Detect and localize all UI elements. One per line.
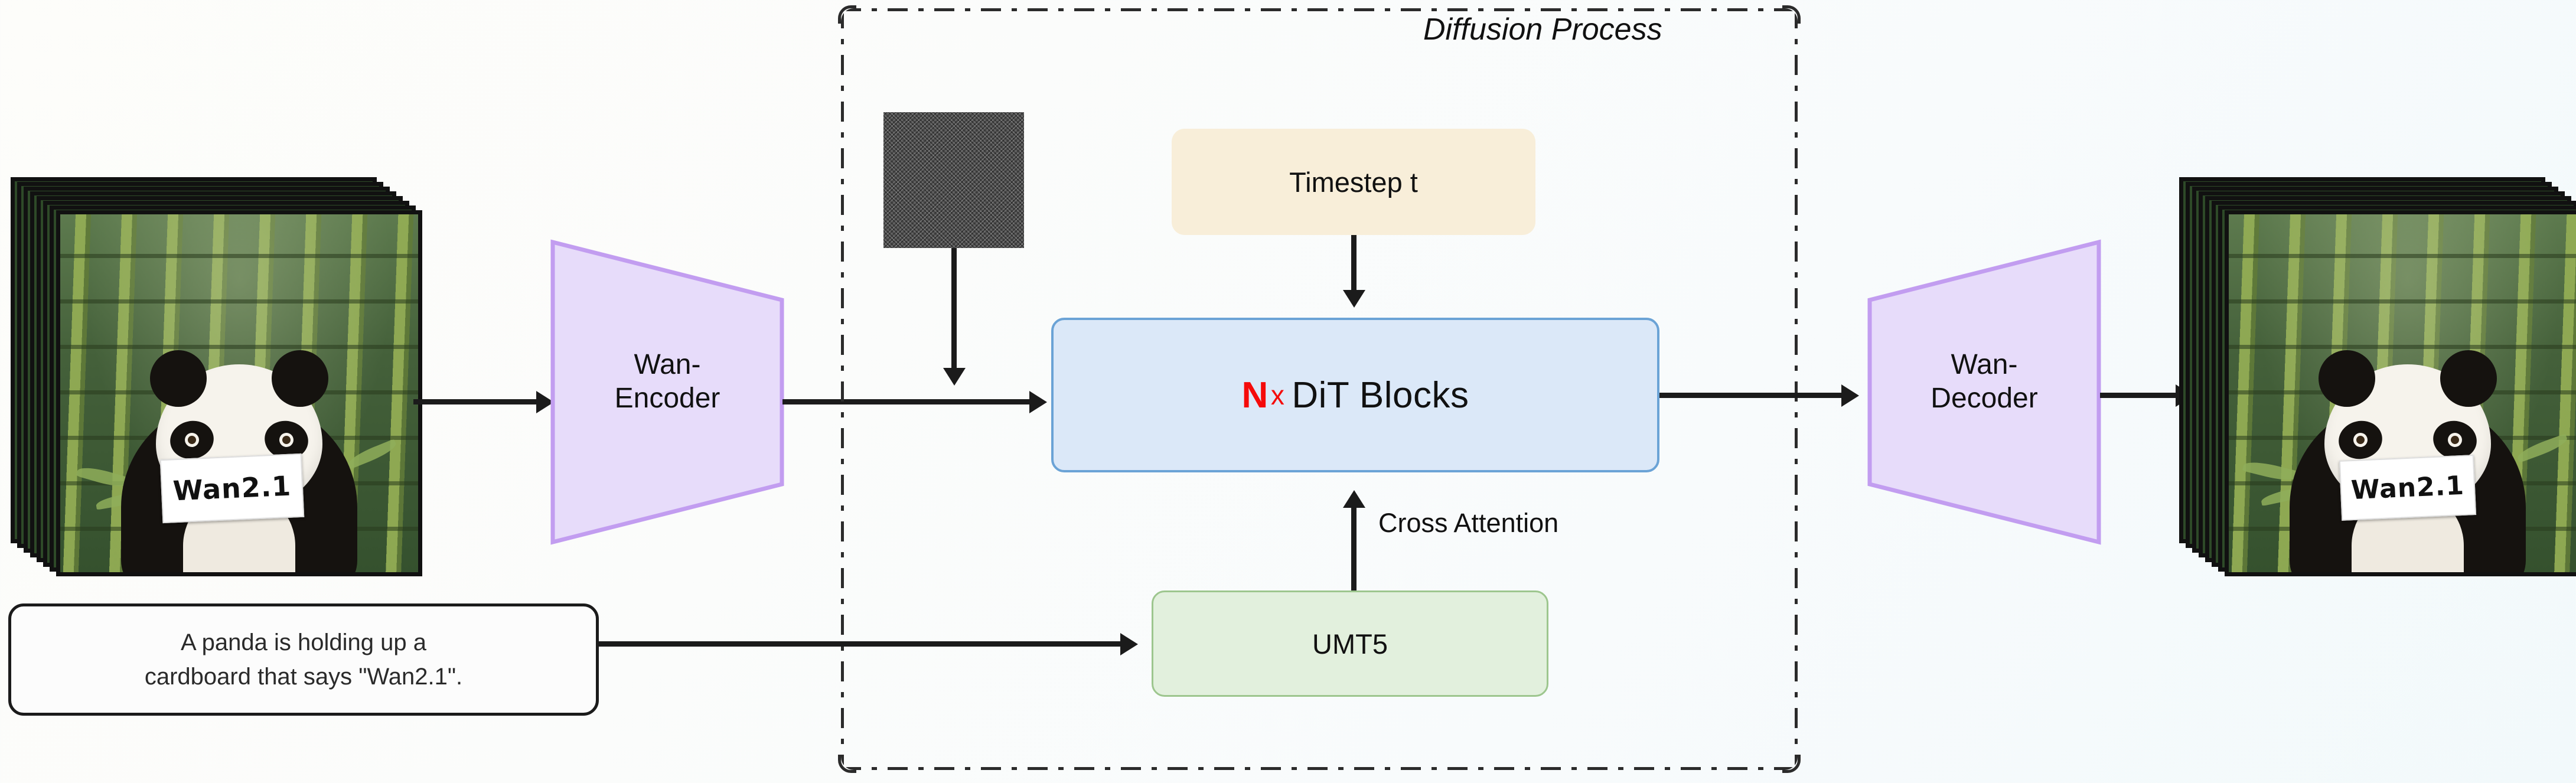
arrow-noise-to-dit (951, 248, 957, 381)
arrow-cross-attention (1351, 495, 1357, 590)
frame-front: Wan2.1 (2225, 210, 2576, 576)
prompt-line2: cardboard that says "Wan2.1". (144, 664, 463, 690)
dit-times-symbol: x (1270, 380, 1285, 410)
arrow-timestep-to-dit (1351, 235, 1357, 303)
input-sign-text: Wan2.1 (172, 469, 292, 507)
encoder-label-line2: Encoder (614, 382, 720, 414)
arrow-prompt-to-umt5 (599, 641, 1133, 647)
output-sign: Wan2.1 (2339, 455, 2477, 521)
gaussian-noise-latent (883, 112, 1024, 248)
prompt-line1: A panda is holding up a (181, 629, 426, 655)
decoder-label-line1: Wan- (1951, 349, 2018, 380)
dit-repeat-count: N (1241, 374, 1269, 416)
arrow-decoder-to-output (2100, 393, 2189, 398)
output-sign-text: Wan2.1 (2350, 470, 2465, 505)
cross-attention-label: Cross Attention (1378, 508, 1559, 538)
wan-encoder[interactable]: Wan- Encoder (549, 239, 785, 546)
arrow-dit-to-decoder (1659, 393, 1854, 398)
input-video-frames: Wan2.1 (11, 177, 424, 576)
umt5-label: UMT5 (1312, 628, 1388, 660)
umt5-box[interactable]: UMT5 (1152, 590, 1548, 697)
frame-front: Wan2.1 (56, 210, 422, 576)
encoder-label-line1: Wan- (634, 349, 701, 380)
timestep-box[interactable]: Timestep t (1172, 129, 1535, 235)
timestep-label: Timestep t (1289, 166, 1418, 198)
dit-blocks-box[interactable]: N x DiT Blocks (1051, 318, 1659, 472)
diffusion-process-label: Diffusion Process (1423, 12, 1662, 47)
wan-decoder[interactable]: Wan- Decoder (1866, 239, 2102, 546)
prompt-box[interactable]: A panda is holding up a cardboard that s… (8, 603, 599, 716)
decoder-label-line2: Decoder (1931, 382, 2038, 414)
output-video-frames: Wan2.1 (2179, 177, 2576, 576)
dit-blocks-label: DiT Blocks (1292, 374, 1469, 416)
input-sign: Wan2.1 (159, 453, 305, 524)
arrow-input-to-encoder (413, 399, 549, 404)
